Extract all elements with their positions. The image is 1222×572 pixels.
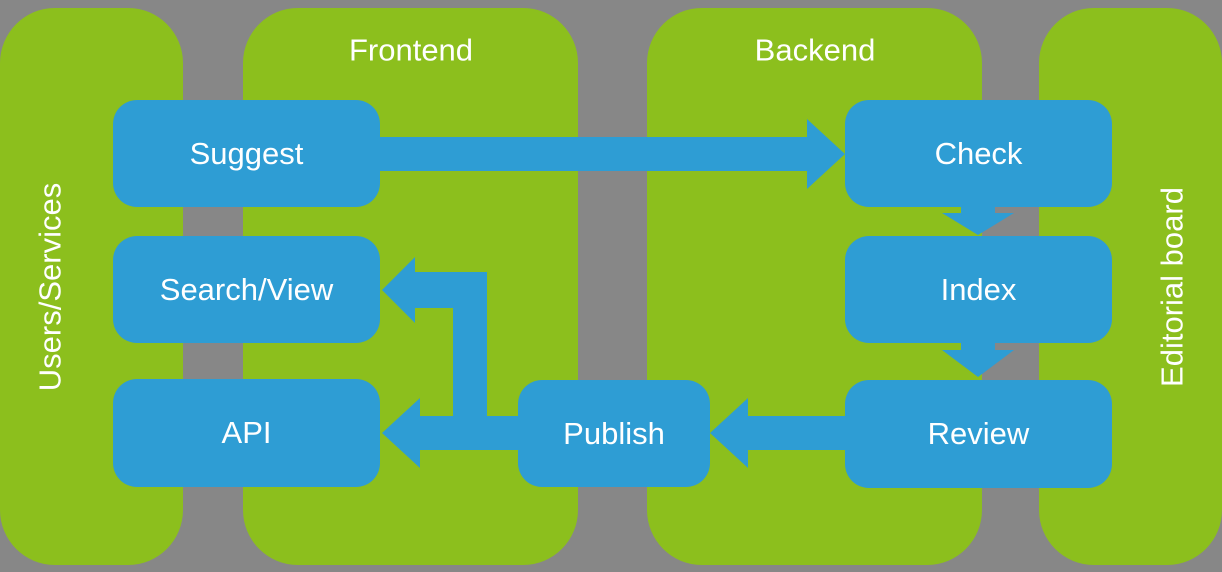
node-index-label: Index (940, 271, 1017, 307)
arrow-publish-to-api (382, 398, 518, 468)
node-publish: Publish (518, 380, 710, 487)
arrow-index-to-review (942, 343, 1014, 377)
node-suggest: Suggest (113, 100, 380, 207)
node-check-label: Check (934, 135, 1023, 171)
arrow-suggest-to-check (380, 119, 845, 189)
node-api-label: API (221, 415, 272, 450)
node-publish-label: Publish (563, 415, 665, 451)
node-review-label: Review (927, 416, 1030, 451)
lane-label-frontend: Frontend (348, 32, 474, 68)
node-suggest-label: Suggest (189, 135, 304, 171)
node-search-view: Search/View (113, 236, 380, 343)
node-check: Check (845, 100, 1112, 207)
lane-label-backend: Backend (754, 32, 876, 68)
node-api: API (113, 379, 380, 487)
arrow-publish-to-search-view (382, 257, 487, 450)
arrow-check-to-index (942, 207, 1014, 235)
node-index: Index (845, 236, 1112, 343)
node-review: Review (845, 380, 1112, 488)
node-search-view-label: Search/View (159, 271, 334, 307)
arrow-review-to-publish (710, 398, 847, 468)
